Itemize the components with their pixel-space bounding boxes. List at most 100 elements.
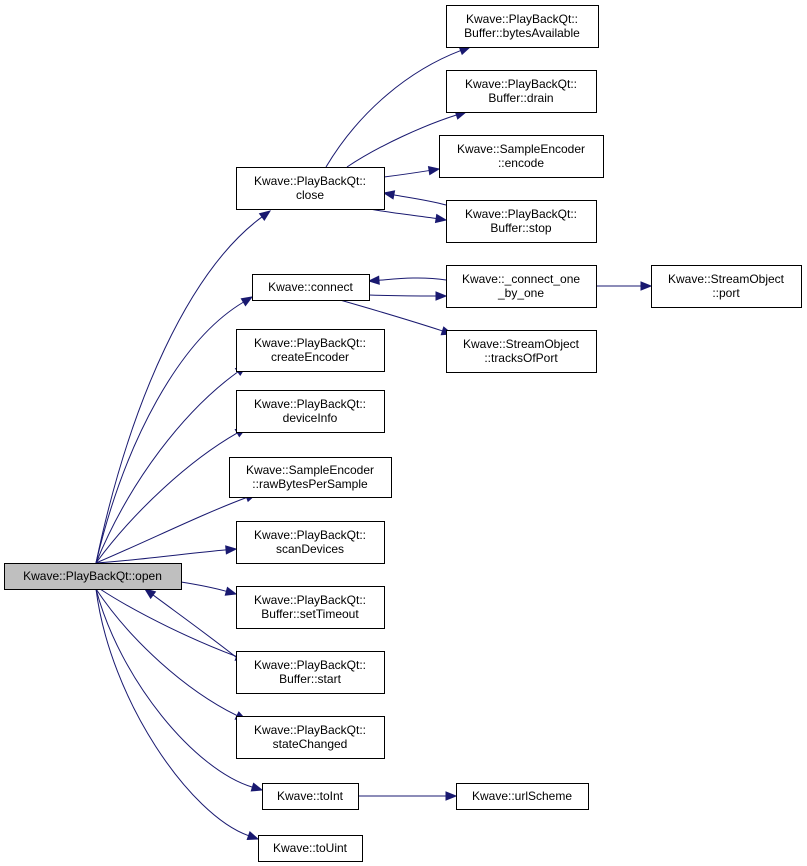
edge-line	[95, 301, 244, 564]
edge-line	[95, 371, 239, 564]
edge-line	[180, 581, 227, 592]
node-box	[236, 586, 385, 629]
node-box	[446, 265, 597, 308]
node-start[interactable]: Kwave::PlayBackQt::Buffer::start	[236, 651, 385, 694]
edge-line	[95, 216, 263, 564]
node-label: ::rawBytesPerSample	[252, 477, 368, 491]
edge-open-to-toInt	[95, 588, 264, 792]
node-close[interactable]: Kwave::PlayBackQt::close	[236, 167, 385, 210]
node-open[interactable]: Kwave::PlayBackQt::open	[4, 563, 182, 590]
edge-line	[95, 588, 249, 837]
edge-line	[99, 588, 237, 657]
node-deviceInfo[interactable]: Kwave::PlayBackQt::deviceInfo	[236, 390, 385, 433]
nodes-layer: Kwave::PlayBackQt::openKwave::PlayBackQt…	[4, 5, 802, 862]
node-label: ::encode	[498, 156, 544, 170]
node-createEncoder[interactable]: Kwave::PlayBackQt::createEncoder	[236, 329, 385, 372]
node-label: close	[296, 188, 324, 202]
node-label: createEncoder	[271, 350, 349, 364]
edge-open-to-toUint	[95, 588, 260, 840]
node-connect[interactable]: Kwave::connect	[252, 274, 370, 301]
node-label: Kwave::PlayBackQt::	[254, 723, 366, 737]
edge-line	[339, 299, 443, 332]
node-scanDevices[interactable]: Kwave::PlayBackQt::scanDevices	[236, 521, 385, 564]
arrowhead-icon	[427, 165, 441, 176]
edge-line	[95, 588, 253, 788]
node-box	[446, 330, 597, 373]
node-tracksOfPort[interactable]: Kwave::StreamObject::tracksOfPort	[446, 330, 597, 373]
node-label: Kwave::StreamObject	[668, 272, 785, 286]
edge-open-to-deviceInfo	[95, 427, 248, 564]
node-box	[229, 457, 392, 498]
node-label: Kwave::PlayBackQt::	[254, 397, 366, 411]
arrowhead-icon	[435, 291, 448, 301]
node-label: Kwave::PlayBackQt::	[254, 174, 366, 188]
node-label: Buffer::start	[279, 672, 341, 686]
arrowhead-icon	[258, 210, 272, 222]
node-box	[236, 329, 385, 372]
node-rawBytes[interactable]: Kwave::SampleEncoder::rawBytesPerSample	[229, 457, 392, 498]
node-box	[456, 783, 589, 810]
node-encode[interactable]: Kwave::SampleEncoder::encode	[439, 135, 604, 178]
node-box	[236, 521, 385, 564]
node-label: ::tracksOfPort	[484, 351, 558, 365]
node-box	[236, 390, 385, 433]
node-bytesAvailable[interactable]: Kwave::PlayBackQt::Buffer::bytesAvailabl…	[446, 5, 599, 48]
node-urlScheme[interactable]: Kwave::urlScheme	[456, 783, 589, 810]
node-setTimeout[interactable]: Kwave::PlayBackQt::Buffer::setTimeout	[236, 586, 385, 629]
node-label: Kwave::StreamObject	[463, 337, 580, 351]
node-label: Kwave::PlayBackQt::	[254, 658, 366, 672]
arrowhead-icon	[143, 588, 157, 600]
arrowhead-icon	[225, 545, 238, 555]
node-drain[interactable]: Kwave::PlayBackQt::Buffer::drain	[446, 70, 597, 113]
edge-line	[95, 432, 238, 564]
edge-connectOne-to-connect	[367, 275, 447, 285]
node-port[interactable]: Kwave::StreamObject::port	[651, 265, 802, 308]
edge-close-to-stop	[369, 208, 448, 224]
node-label: Kwave::PlayBackQt::	[465, 207, 577, 221]
node-box	[262, 783, 359, 810]
edge-open-to-connect	[95, 296, 254, 564]
node-label: Kwave::PlayBackQt::	[254, 336, 366, 350]
edge-line	[95, 588, 238, 717]
node-toUint[interactable]: Kwave::toUint	[258, 835, 363, 862]
edge-line	[152, 594, 247, 666]
arrowhead-icon	[240, 296, 254, 307]
node-toInt[interactable]: Kwave::toInt	[262, 783, 359, 810]
node-label: Buffer::stop	[490, 221, 551, 235]
edge-open-to-scanDevices	[95, 545, 238, 564]
node-label: Kwave::PlayBackQt::open	[23, 569, 162, 583]
node-label: Kwave::SampleEncoder	[457, 142, 585, 156]
node-box	[252, 274, 370, 301]
node-label: Kwave::PlayBackQt::	[466, 12, 578, 26]
node-box	[439, 135, 604, 178]
edge-connectOne-to-port	[595, 281, 653, 291]
node-label: Kwave::connect	[268, 280, 353, 294]
edge-start-to-open	[143, 588, 247, 666]
arrowhead-icon	[367, 275, 380, 285]
node-label: deviceInfo	[283, 411, 338, 425]
node-stateChanged[interactable]: Kwave::PlayBackQt::stateChanged	[236, 716, 385, 759]
edge-line	[368, 294, 437, 297]
arrowhead-icon	[382, 190, 396, 200]
node-connectOne[interactable]: Kwave::_connect_one_by_one	[446, 265, 597, 308]
arrowhead-icon	[445, 791, 458, 801]
node-box	[236, 651, 385, 694]
node-label: stateChanged	[273, 737, 348, 751]
node-label: Kwave::PlayBackQt::	[465, 77, 577, 91]
node-stop[interactable]: Kwave::PlayBackQt::Buffer::stop	[446, 200, 597, 243]
node-label: Kwave::toUint	[273, 841, 348, 855]
node-label: Kwave::PlayBackQt::	[254, 593, 366, 607]
edge-open-to-createEncoder	[95, 365, 248, 564]
arrowhead-icon	[434, 213, 448, 224]
node-label: Kwave::_connect_one	[462, 272, 580, 286]
edge-line	[383, 170, 430, 178]
edge-line	[378, 277, 447, 281]
node-box	[236, 167, 385, 210]
node-box	[4, 563, 182, 590]
edge-line	[393, 194, 447, 206]
arrowhead-icon	[250, 782, 264, 792]
edge-line	[95, 549, 227, 564]
edge-line	[346, 114, 457, 168]
node-label: ::port	[712, 286, 740, 300]
edge-close-to-encode	[383, 165, 441, 178]
